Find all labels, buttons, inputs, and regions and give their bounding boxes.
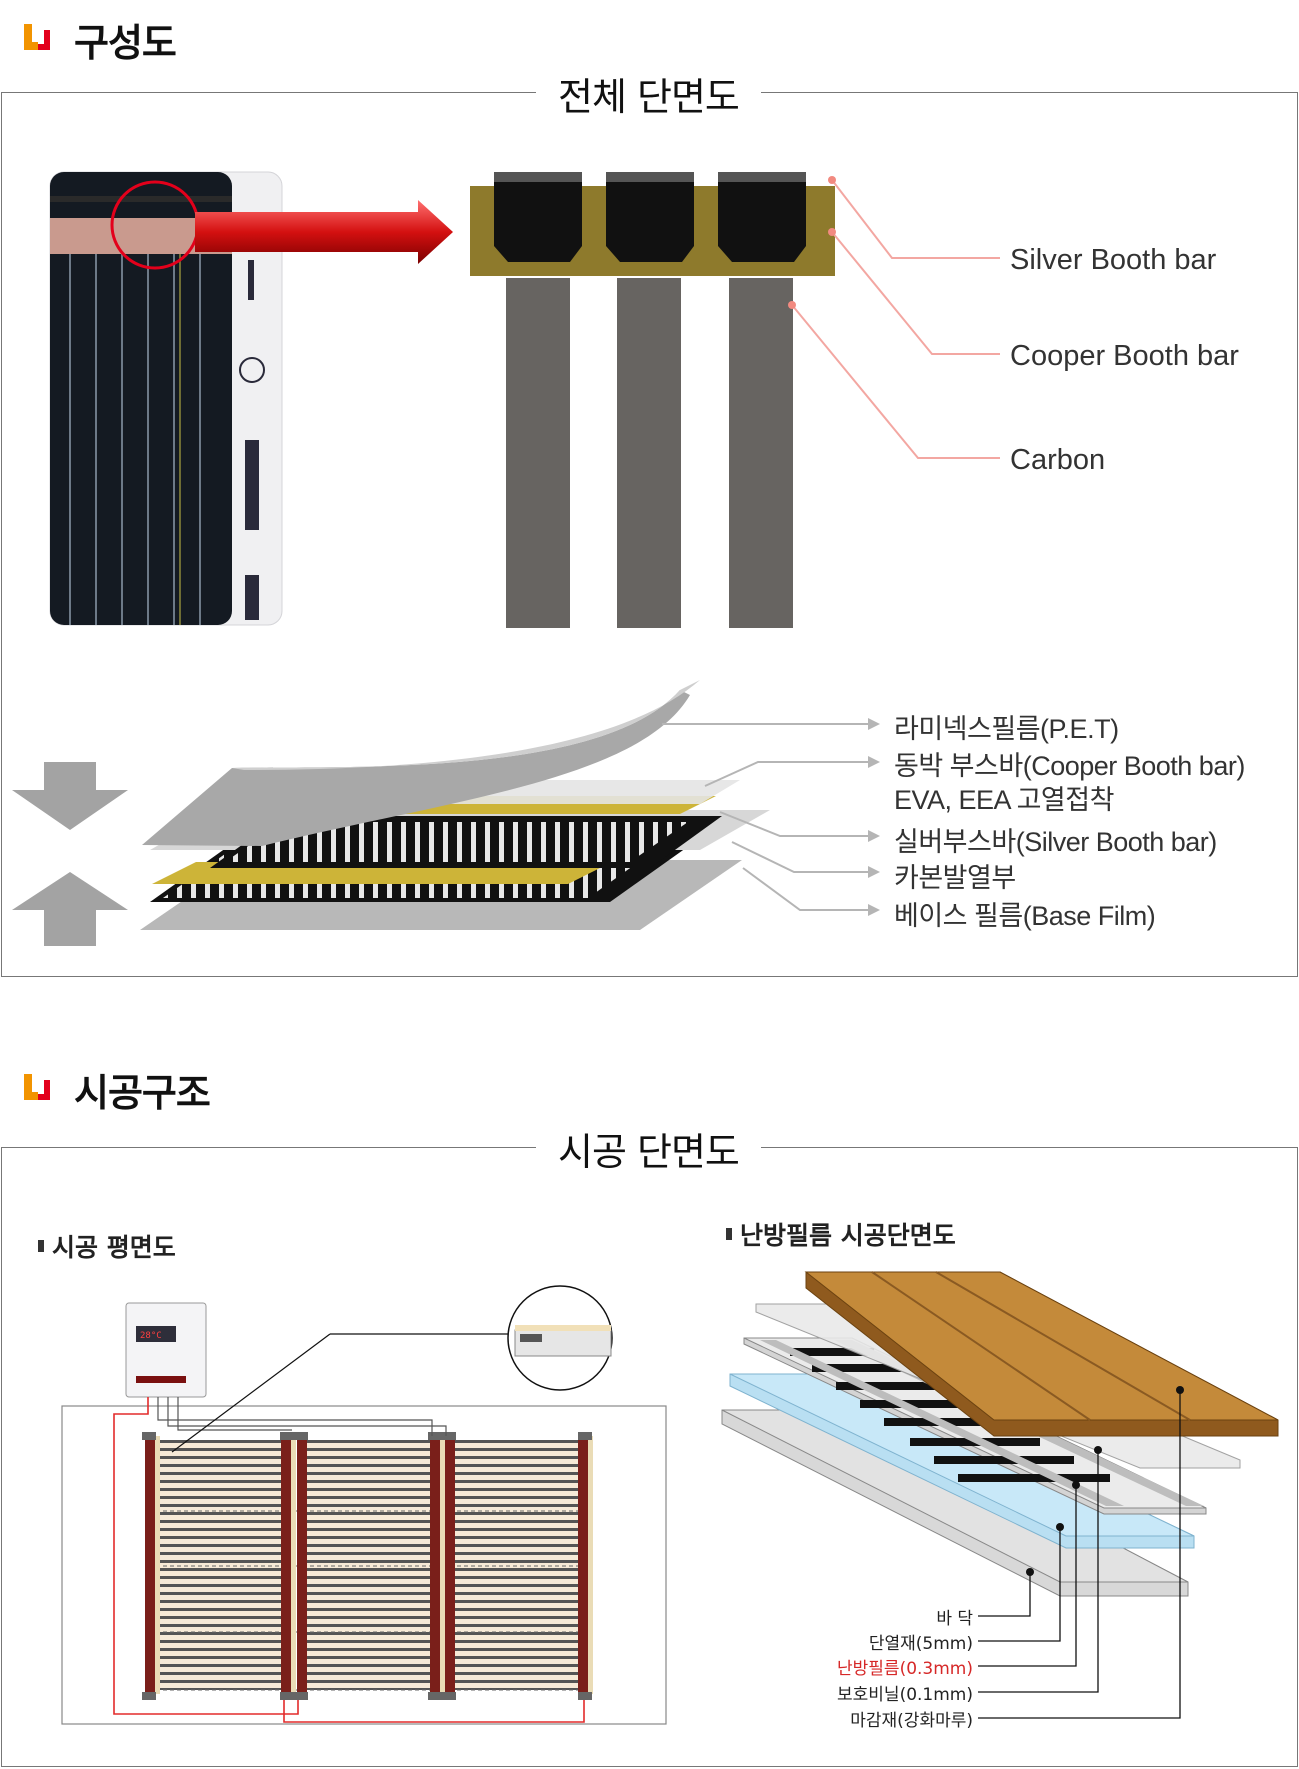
subtitle-plan-view: 시공 평면도 [38,1228,176,1264]
section-title-construction: 시공구조 [74,1071,211,1115]
legend-insulation: 단열재(5mm) [868,1634,973,1654]
callout-lines [791,179,1000,459]
leader-arrowheads [868,718,880,916]
label-silver-busbar: 실버부스바(Silver Booth bar) [894,827,1217,857]
label-silver-booth-bar: Silver Booth bar [1010,244,1217,276]
label-laminex-film: 라미넥스필름(P.E.T) [894,714,1119,744]
layer-leader-lines [662,723,868,911]
legend-protective-vinyl: 보호비닐(0.1mm) [837,1685,973,1705]
label-copper-busbar: 동박 부스바(Cooper Booth bar) [894,751,1245,781]
label-base-film: 베이스 필름(Base Film) [894,901,1156,931]
bullet-square-icon [726,1228,732,1240]
frame-title-construction: 시공 단면도 [536,1121,761,1176]
frame-title-cross-section: 전체 단면도 [536,66,761,121]
legend-heating-film: 난방필름(0.3mm) [837,1659,973,1679]
layer-stack [12,680,770,946]
press-up-arrow-icon [12,872,128,946]
legend-finish-material: 마감재(강화마루) [850,1711,973,1731]
heating-film-photo [49,171,283,626]
label-eva-adhesive: EVA, EEA 고열접착 [894,785,1114,815]
section-bullet-icon [24,1074,50,1100]
callout-dot [828,176,836,184]
callout-dot [788,301,796,309]
svg-text:28°C: 28°C [140,1331,162,1341]
callout-dot [828,228,836,236]
section-title-composition: 구성도 [74,21,177,65]
label-cooper-booth-bar: Cooper Booth bar [1010,340,1239,372]
legend-floor: 바 닥 [936,1609,973,1629]
magnify-arrow-icon [195,200,453,264]
bullet-square-icon [38,1240,44,1252]
enlarged-section [470,172,835,628]
press-down-arrow-icon [12,762,128,830]
label-carbon-heating: 카본발열부 [894,863,1016,893]
installation-section [721,1271,1279,1719]
section-bullet-icon [24,24,50,50]
subtitle-section-view: 난방필름 시공단면도 [726,1216,956,1252]
plan-view: 28°C [61,1285,667,1725]
label-carbon: Carbon [1010,444,1106,476]
